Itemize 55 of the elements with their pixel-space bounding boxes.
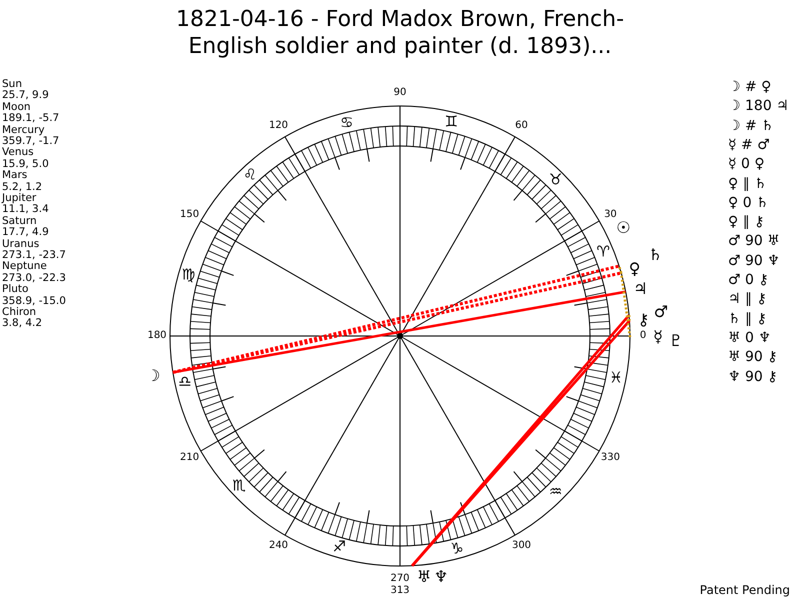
aspect-entry: ♀ ∥ ⚷ [728,215,764,230]
position-values: 15.9, 5.0 [2,158,49,170]
planet-glyph: ♄ [648,246,662,263]
planet-name: Venus [2,147,34,158]
planet-glyph: ♅ [416,569,432,585]
planet-glyph: ♀ [628,261,641,278]
planet-glyph: ♆ [434,569,448,585]
aspect-entry: ☽ 180 ♃ [728,99,789,114]
planet-name: Saturn [2,216,37,226]
aspect-entry: ♆ 90 ⚷ [728,370,778,384]
planet-glyph: ♇ [668,333,684,350]
planet-glyph: ☿ [653,329,663,346]
planet-glyph: ♂ [654,304,668,320]
degree-label: 0 [640,331,646,341]
degree-label: 270 [390,574,410,584]
aspect-entry: ♂ 90 ♆ [728,254,780,268]
footer-note: Patent Pending [700,584,790,596]
aspect-entry: ♄ ∥ ⚷ [728,312,767,326]
chart-title: 1821-04-16 - Ford Madox Brown, French-English soldier and painter (d. 1893)... [174,6,626,60]
aspect-entry: ☿ # ♂ [728,138,770,152]
aspect-entry: ♂ 0 ⚷ [728,273,769,287]
aspect-entry: ♃ ∥ ⚷ [728,292,767,306]
position-values: 358.9, -15.0 [2,296,66,306]
degree-label: 313 [390,586,410,596]
position-values: 273.1, -23.7 [2,250,66,260]
position-values: 25.7, 9.9 [2,90,49,101]
aspect-entry: ♀ 0 ♄ [728,196,769,210]
planet-name: Jupiter [2,193,36,204]
planet-name: Neptune [2,261,47,272]
planet-name: Mercury [2,124,45,136]
planet-name: Pluto [2,284,28,295]
degree-label: 90 [394,88,406,98]
aspect-entry: ☽ # ♄ [728,118,774,133]
degree-label: 180 [147,331,167,341]
planet-name: Mars [2,170,28,181]
aspect-entry: ☽ # ♀ [728,80,772,94]
planet-glyph: ☽ [146,368,160,384]
planet-name: Uranus [2,238,40,250]
planet-name: Moon [2,102,31,112]
position-values: 5.2, 1.2 [2,182,42,192]
aspect-entry: ♅ 0 ♆ [728,330,771,345]
aspect-entry: ♀ ∥ ♄ [728,176,767,190]
aspect-entry: ♂ 90 ♅ [728,234,780,248]
planet-name: Chiron [2,307,36,318]
position-values: 3.8, 4.2 [2,318,42,329]
planet-glyph: ♃ [633,280,648,297]
aspect-entry: ♅ 90 ⚷ [728,350,778,364]
planet-glyph: ⚷ [638,312,650,328]
position-values: 273.0, -22.3 [2,272,66,284]
position-values: 11.1, 3.4 [2,204,49,215]
aspect-entry: ☿ 0 ♀ [728,157,765,172]
position-values: 189.1, -5.7 [2,113,60,124]
position-values: 359.7, -1.7 [2,136,60,146]
position-values: 17.7, 4.9 [2,227,49,238]
planet-name: Sun [2,79,22,90]
